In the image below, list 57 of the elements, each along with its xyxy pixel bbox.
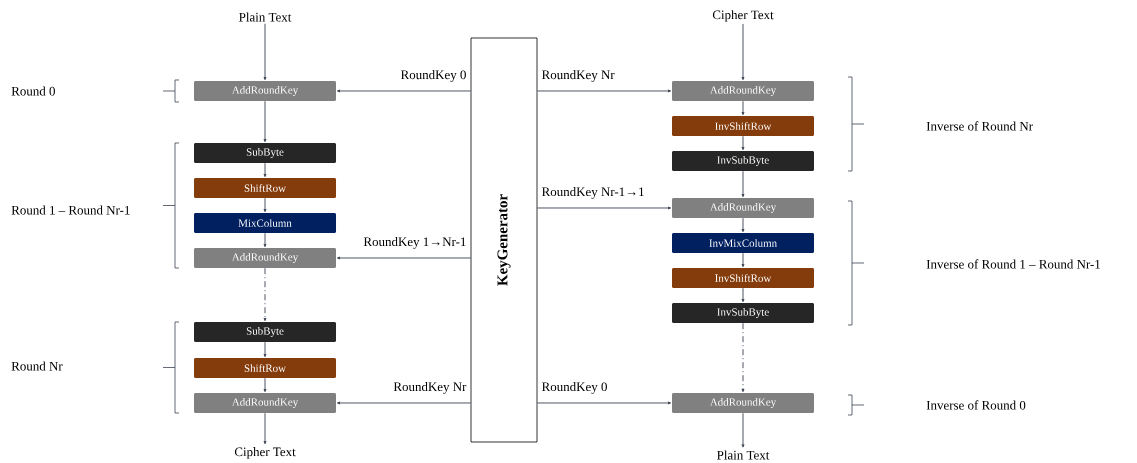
generator-box: KeyGenerator — [470, 37, 538, 443]
arrow — [741, 23, 745, 81]
io-label: Plain Text — [717, 450, 770, 460]
arrow — [263, 197, 267, 213]
arrow — [336, 256, 472, 260]
arrow — [263, 267, 267, 322]
round-label: Inverse of Round Nr — [926, 121, 1033, 131]
arrow — [741, 322, 745, 393]
process-box: SubByte — [194, 322, 336, 342]
process-box: AddRoundKey — [672, 198, 814, 218]
round-label: Inverse of Round 0 — [926, 400, 1026, 410]
process-box: InvShiftRow — [672, 116, 814, 136]
arrow — [263, 377, 267, 393]
round-label: Round Nr — [11, 361, 63, 371]
arrow — [536, 401, 672, 405]
process-box: SubByte — [194, 143, 336, 163]
edge-label: RoundKey 0 — [542, 382, 607, 394]
arrow — [741, 412, 745, 448]
process-box: AddRoundKey — [672, 393, 814, 413]
arrow — [336, 89, 472, 93]
arrow — [741, 100, 745, 116]
edge-label: RoundKey Nr-1→1 — [542, 187, 644, 199]
process-box: InvSubByte — [672, 151, 814, 171]
arrow — [263, 162, 267, 178]
process-box: ShiftRow — [194, 358, 336, 378]
process-box: InvShiftRow — [672, 268, 814, 288]
arrow — [336, 401, 472, 405]
round-label: Round 0 — [11, 86, 55, 96]
arrow — [741, 135, 745, 151]
arrow — [741, 287, 745, 303]
io-label: Cipher Text — [234, 447, 296, 459]
io-label: Cipher Text — [712, 10, 774, 22]
process-box: AddRoundKey — [194, 248, 336, 268]
arrow — [263, 23, 267, 81]
edge-label: RoundKey Nr — [542, 70, 615, 82]
round-label: Round 1 – Round Nr-1 — [11, 205, 130, 215]
arrow — [263, 341, 267, 358]
arrow — [536, 89, 672, 93]
process-box: InvMixColumn — [672, 233, 814, 253]
process-box: AddRoundKey — [194, 393, 336, 413]
arrow — [741, 170, 745, 198]
arrow — [536, 206, 672, 210]
round-label: Inverse of Round 1 – Round Nr-1 — [926, 259, 1100, 269]
arrow — [741, 217, 745, 233]
arrow — [263, 412, 267, 445]
process-box: MixColumn — [194, 213, 336, 233]
process-box: AddRoundKey — [672, 81, 814, 101]
process-box: ShiftRow — [194, 178, 336, 198]
arrow — [263, 232, 267, 248]
process-box: AddRoundKey — [194, 81, 336, 101]
arrow — [741, 252, 745, 268]
edge-label: RoundKey Nr — [393, 382, 467, 394]
process-box: InvSubByte — [672, 303, 814, 323]
edge-label: RoundKey 0 — [400, 70, 466, 82]
edge-label: RoundKey 1→Nr-1 — [363, 237, 466, 249]
arrow — [263, 100, 267, 143]
io-label: Plain Text — [239, 12, 292, 22]
